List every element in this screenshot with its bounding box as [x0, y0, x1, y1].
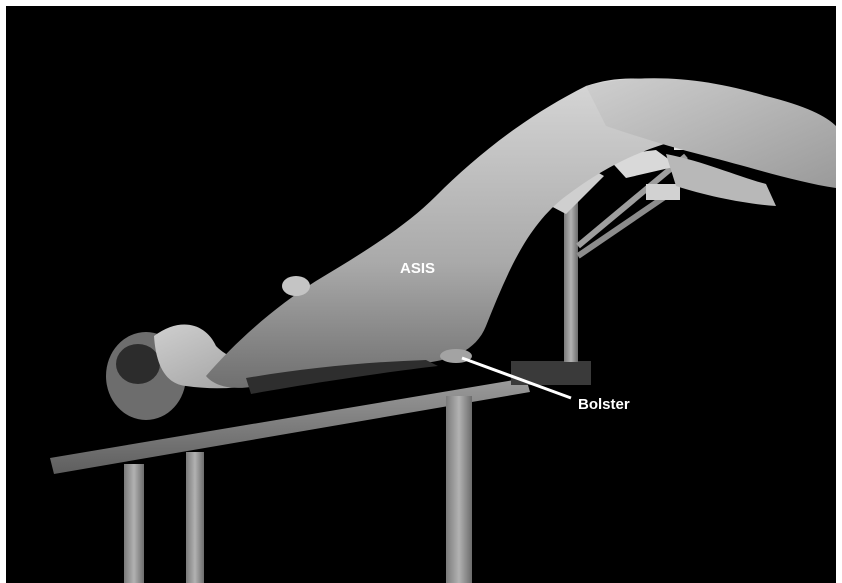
head-rest-opening — [116, 344, 160, 384]
patient-shoulder — [282, 276, 310, 296]
table-leg-front-left — [124, 464, 144, 583]
table-leg-back-left — [186, 452, 204, 583]
stand-arm-lower — [578, 196, 666, 256]
stand-post — [564, 202, 578, 362]
asis-label: ASIS — [400, 260, 435, 277]
shin-pad-lower — [646, 184, 680, 200]
patient-positioning-illustration — [6, 6, 836, 583]
illustration-scene: ASIS Bolster — [6, 6, 836, 583]
bolster-label: Bolster — [578, 396, 630, 413]
patient-figure — [106, 78, 836, 420]
table-leg-front-right — [446, 396, 472, 583]
